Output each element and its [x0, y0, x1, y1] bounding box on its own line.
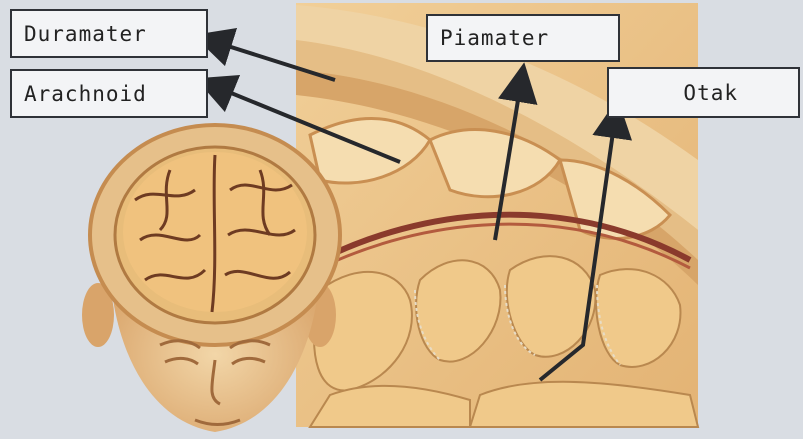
label-piamater: Piamater [426, 14, 620, 62]
label-arachnoid: Arachnoid [10, 69, 208, 118]
label-duramater-text: Duramater [24, 22, 147, 46]
label-otak-text: Otak [683, 81, 738, 105]
label-otak: Otak [607, 67, 800, 118]
label-arachnoid-text: Arachnoid [24, 82, 147, 106]
label-piamater-text: Piamater [440, 26, 549, 50]
label-duramater: Duramater [10, 9, 208, 58]
